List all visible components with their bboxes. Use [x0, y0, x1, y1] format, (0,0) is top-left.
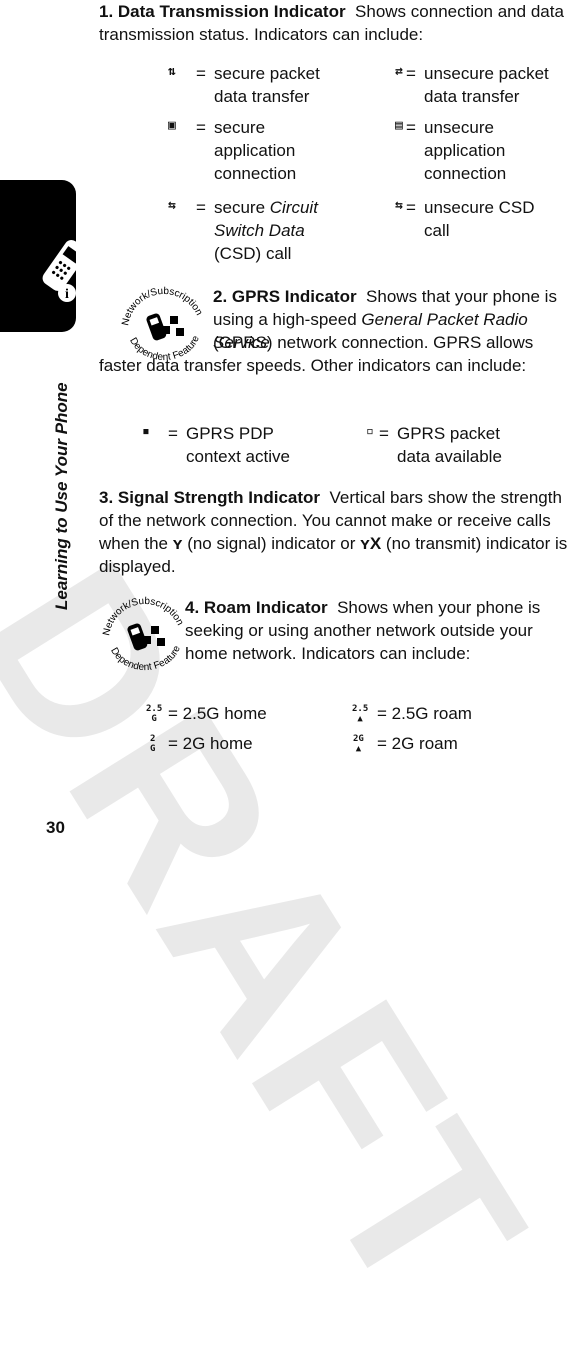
gprs-pdp-icon: ▪ — [142, 424, 150, 439]
secure-app-icon: ▣ — [168, 118, 176, 133]
svg-text:i: i — [65, 287, 69, 302]
unsecure-packet-icon: ⇄ — [395, 64, 403, 79]
gprs-available-icon: ▫ — [366, 424, 374, 439]
section-title: 1. Data Transmission Indicator — [99, 2, 346, 21]
svg-text:Dependent Feature: Dependent Feature — [108, 644, 183, 673]
section-data-transmission: 1. Data Transmission Indicator Shows con… — [99, 0, 569, 46]
no-transmit-icon: ʏX — [360, 534, 382, 553]
indicator-eq: = — [196, 118, 206, 137]
indicator-eq: = — [196, 64, 206, 83]
network-subscription-badge: Network/Subscription Dependent Feature — [101, 596, 185, 673]
secure-packet-icon: ⇅ — [168, 64, 176, 79]
indicator-text: GPRS packet data available — [397, 424, 502, 466]
section-body: Shows connection and data transmission s… — [99, 2, 564, 44]
section-title: 3. Signal Strength Indicator — [99, 488, 321, 507]
section-roam: 4. Roam Indicator Shows when your phone … — [185, 598, 541, 663]
indicator-eq: = — [379, 424, 389, 443]
indicator-text: secure application connection — [214, 118, 297, 183]
indicator-eq: = — [406, 198, 416, 217]
svg-text:Network/Subscription: Network/Subscription — [120, 286, 204, 327]
no-signal-icon: ʏ — [172, 534, 183, 553]
unsecure-app-icon: ▤ — [395, 118, 403, 133]
indicator-text: = 2.5G roam — [377, 704, 472, 723]
unsecure-csd-icon: ⇆ — [395, 198, 403, 213]
chapter-tab: i — [0, 180, 87, 332]
indicator-text: unsecure CSD call — [424, 198, 535, 240]
section-title: 4. Roam Indicator — [185, 598, 328, 617]
indicator-text: unsecure application connection — [424, 118, 507, 183]
roam-25g-icon: 2.5▲ — [352, 704, 369, 724]
indicator-text: secure packet data transfer — [214, 64, 320, 106]
indicator-eq: = — [406, 64, 416, 83]
indicator-eq: = — [406, 118, 416, 137]
indicator-text: secure Circuit Switch Data (CSD) call — [214, 198, 318, 263]
indicator-text: GPRS PDP context active — [186, 424, 290, 466]
roam-2g-icon: 2G▲ — [353, 734, 364, 754]
network-subscription-badge: Network/Subscription Dependent Feature — [120, 286, 204, 363]
indicator-eq: = — [168, 424, 178, 443]
indicator-text: = 2G roam — [377, 734, 458, 753]
section-gprs: 2. GPRS Indicator Shows that your phone … — [213, 287, 557, 352]
indicator-text: unsecure packet data transfer — [424, 64, 549, 106]
indicator-eq: = — [196, 198, 206, 217]
page-number: 30 — [46, 818, 65, 837]
svg-text:Network/Subscription: Network/Subscription — [101, 596, 185, 637]
secure-csd-icon: ⇆ — [168, 198, 176, 213]
indicator-text: = 2.5G home — [168, 704, 267, 723]
section-title: 2. GPRS Indicator — [213, 287, 357, 306]
indicator-text: = 2G home — [168, 734, 253, 753]
section-signal-strength: 3. Signal Strength Indicator Vertical ba… — [99, 488, 568, 576]
chapter-side-title: Learning to Use Your Phone — [52, 382, 71, 610]
section-gprs-continued: (GPRS) network connection. GPRS allows f… — [99, 333, 534, 375]
phone-info-icon: i — [42, 240, 87, 302]
